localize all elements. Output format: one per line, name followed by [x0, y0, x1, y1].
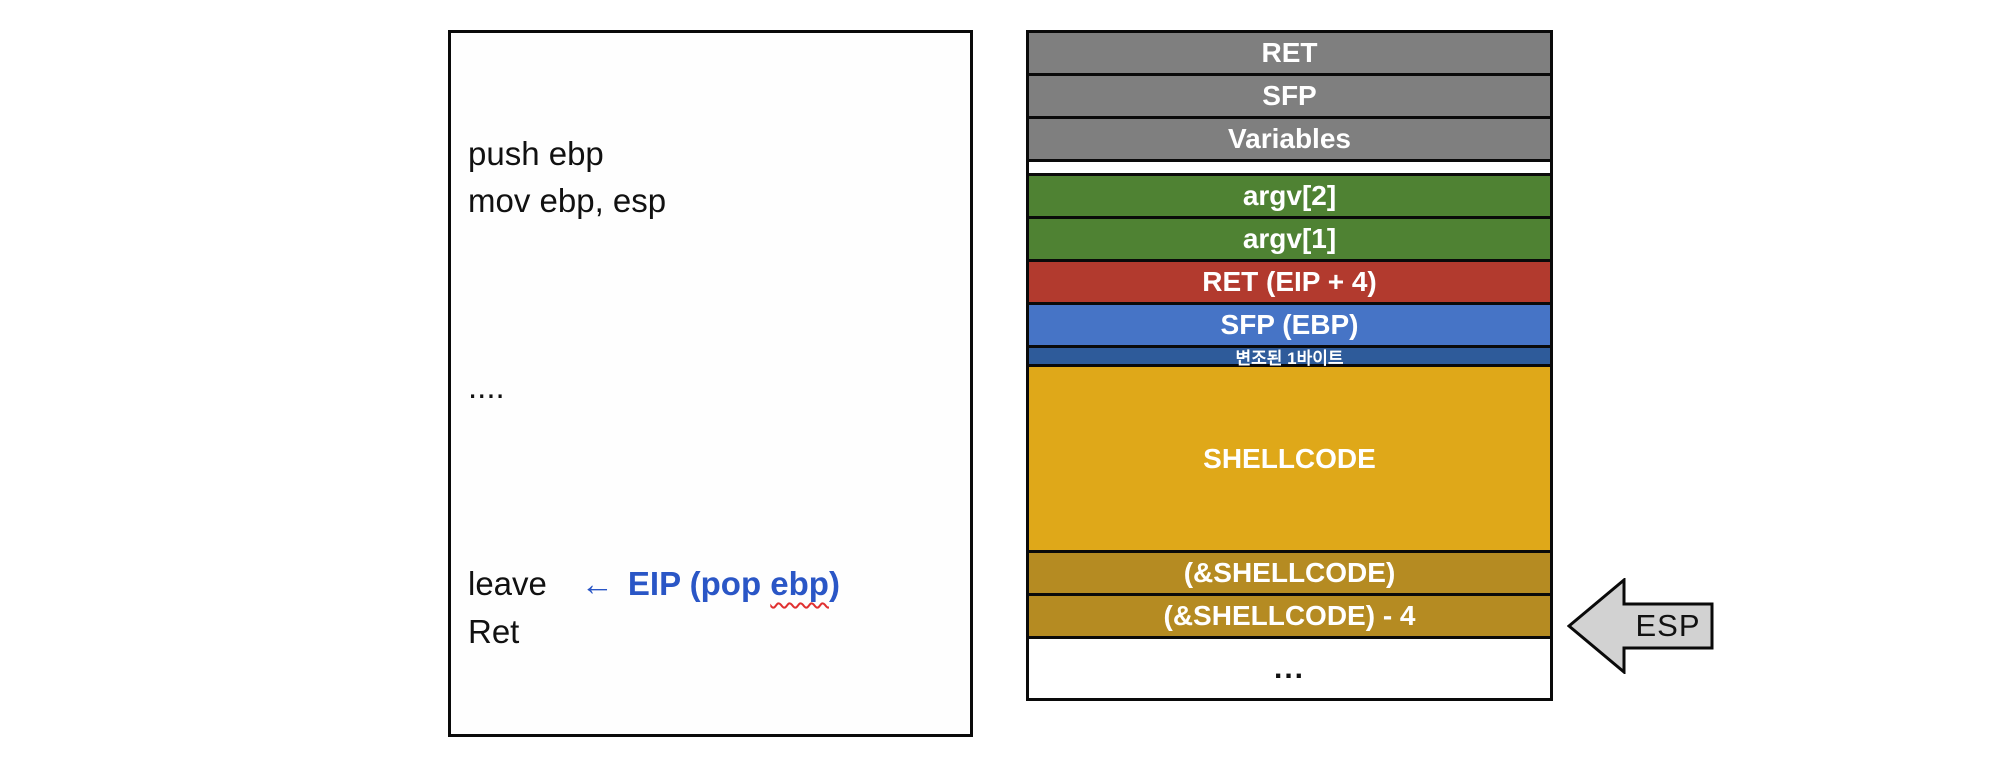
stack-row-label-shellcode-addr: (&SHELLCODE) — [1183, 557, 1396, 588]
epilogue-code: leave ← EIP (pop ebp) Ret — [468, 560, 840, 656]
code-line-ret: Ret — [468, 613, 520, 650]
stack-row-label-ret-eip-plus-4: RET (EIP + 4) — [1202, 266, 1377, 297]
code-line-mov-ebp-esp: mov ebp, esp — [468, 182, 667, 219]
stack-row-tampered-1-byte: 변조된 1바이트 — [1029, 348, 1550, 368]
stack-row-gap — [1029, 162, 1550, 176]
stack-row-label-ret: RET — [1261, 37, 1318, 68]
esp-arrow-shape — [1567, 578, 1714, 674]
stack-row-label-argv2: argv[2] — [1242, 180, 1337, 211]
stack-row-shellcode: SHELLCODE — [1029, 367, 1550, 553]
code-ellipsis: .... — [468, 368, 505, 405]
stack-row-label-shellcode-addr-minus-4: (&SHELLCODE) - 4 — [1163, 600, 1416, 631]
eip-annotation-suffix: ) — [828, 565, 840, 602]
stack-row-shellcode-addr: (&SHELLCODE) — [1029, 553, 1550, 596]
esp-label: ESP — [1635, 608, 1701, 643]
leave-label: leave — [468, 565, 547, 602]
stack-row-sfp: SFP — [1029, 76, 1550, 119]
stack-row-shellcode-addr-minus-4: (&SHELLCODE) - 4 — [1029, 596, 1550, 639]
esp-arrow: ESP — [1567, 578, 1715, 674]
eip-annotation-prefix: EIP (pop — [627, 565, 771, 602]
stack-row-variables: Variables — [1029, 119, 1550, 162]
stack-row-label-sfp-ebp: SFP (EBP) — [1220, 309, 1359, 340]
stack-row-label-sfp: SFP — [1262, 80, 1317, 111]
eip-annotation: ← EIP (pop ebp) — [581, 560, 840, 608]
stack-row-argv1: argv[1] — [1029, 219, 1550, 262]
code-line-leave: leave ← EIP (pop ebp) — [468, 560, 840, 608]
stack-row-label-variables: Variables — [1228, 123, 1351, 154]
code-line-push-ebp: push ebp — [468, 135, 604, 172]
stack-row-label-shellcode: SHELLCODE — [1203, 442, 1376, 474]
stack-row-label-argv1: argv[1] — [1242, 223, 1337, 254]
stack-row-sfp-ebp: SFP (EBP) — [1029, 305, 1550, 348]
stack-row-dots: ... — [1029, 639, 1550, 698]
left-arrow-icon: ← — [580, 565, 614, 602]
stack-row-argv2: argv[2] — [1029, 176, 1550, 219]
eip-annotation-ebp: ebp — [770, 565, 829, 602]
stack-row-ret: RET — [1029, 33, 1550, 76]
stack-row-ret-eip-plus-4: RET (EIP + 4) — [1029, 262, 1550, 305]
prologue-code: push ebp mov ebp, esp — [468, 130, 666, 224]
stack-row-label-tampered-1-byte: 변조된 1바이트 — [1235, 348, 1344, 368]
stack-row-label-dots: ... — [1273, 651, 1305, 685]
stack-diagram: RET SFP Variables argv[2] argv[1] RET (EIP + … — [1026, 30, 1553, 701]
code-panel: push ebp mov ebp, esp .... leave ← EIP (p… — [448, 30, 973, 737]
